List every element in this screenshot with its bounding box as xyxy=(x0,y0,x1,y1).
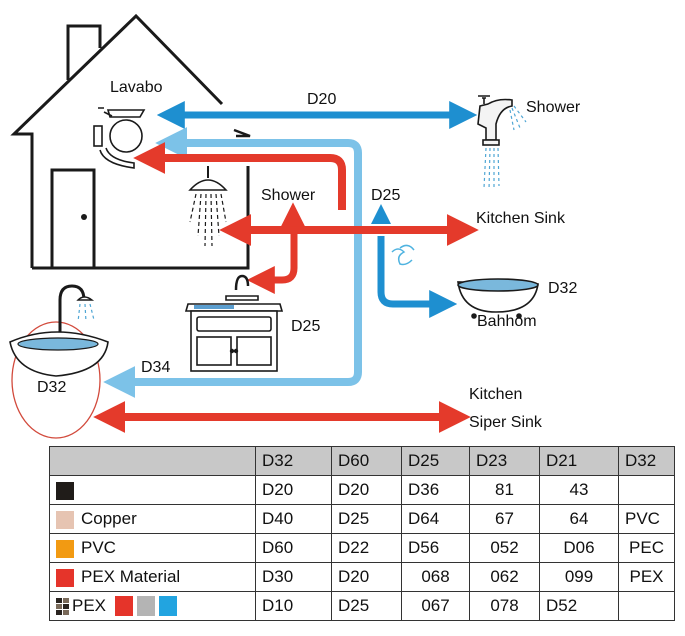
table-cell: D60 xyxy=(255,533,332,563)
label-d25-mid: D25 xyxy=(371,187,400,204)
table-row: Copper D40 D25 D64 67 64 PVC xyxy=(49,504,675,534)
table-cell: D64 xyxy=(401,504,470,534)
header-cell: D25 xyxy=(401,446,470,476)
table-cell: D20 xyxy=(331,562,402,592)
label-kitchen: Kitchen xyxy=(469,386,522,403)
material-cell: PEX Material xyxy=(49,562,256,592)
table-cell: 078 xyxy=(469,591,540,621)
table-cell: D40 xyxy=(255,504,332,534)
table-cell: 067 xyxy=(401,591,470,621)
material-cell: Copper xyxy=(49,504,256,534)
table-cell: 64 xyxy=(539,504,619,534)
label-d34: D34 xyxy=(141,359,170,376)
table-cell: 43 xyxy=(539,475,619,505)
table-cell: D20 xyxy=(331,475,402,505)
table-cell: D36 xyxy=(401,475,470,505)
material-label: Copper xyxy=(81,509,137,528)
kitchen-cabinet-icon xyxy=(184,274,284,372)
door-icon xyxy=(50,168,96,270)
table-cell: 67 xyxy=(469,504,540,534)
label-super-sink: Siper Sink xyxy=(469,414,543,431)
pipe-hot-main xyxy=(133,142,346,210)
basin-icon xyxy=(9,284,109,439)
table-cell: 81 xyxy=(469,475,540,505)
header-cell xyxy=(49,446,256,476)
water-splash-icon xyxy=(391,244,415,266)
plumbing-diagram: Lavabo D20 Shower Shower D25 Kitchen Sin… xyxy=(9,13,581,439)
header-cell: D32 xyxy=(255,446,332,476)
table-cell xyxy=(618,591,675,621)
table-cell: D20 xyxy=(255,475,332,505)
faucet-icon xyxy=(477,95,527,191)
shower-head-icon xyxy=(188,166,228,247)
bathtub-icon xyxy=(457,278,539,319)
swatch-gray xyxy=(136,596,155,617)
pipe-bath xyxy=(377,236,458,318)
table-cell: PEC xyxy=(618,533,675,563)
table-cell: D52 xyxy=(539,591,619,621)
header-cell: D21 xyxy=(539,446,619,476)
material-label: PEX Material xyxy=(81,567,181,586)
grid-icon xyxy=(56,597,69,615)
material-cell: PEX xyxy=(49,591,256,621)
table-header-row: D32 D60 D25 D23 D21 D32 xyxy=(49,446,675,476)
swatch-pvc xyxy=(56,539,74,558)
pipe-sink-branch xyxy=(246,234,298,294)
label-d25-sink: D25 xyxy=(291,318,320,335)
table-cell: PVC xyxy=(618,504,675,534)
table-cell: D30 xyxy=(255,562,332,592)
lavabo-icon xyxy=(93,107,146,169)
header-cell: D60 xyxy=(331,446,402,476)
table-cell: D25 xyxy=(331,504,402,534)
swatch-blue xyxy=(158,596,177,617)
table-cell: D10 xyxy=(255,591,332,621)
material-cell xyxy=(49,475,256,505)
table-cell: 052 xyxy=(469,533,540,563)
pipe-material-table: D32 D60 D25 D23 D21 D32 D20 D20 D36 81 4… xyxy=(49,446,675,621)
material-label: PVC xyxy=(81,538,116,557)
label-lavabo: Lavabo xyxy=(110,79,163,96)
table-cell: D06 xyxy=(539,533,619,563)
table-cell: 099 xyxy=(539,562,619,592)
header-cell: D32 xyxy=(618,446,675,476)
label-shower-right: Shower xyxy=(526,99,581,116)
label-d32-bath: D32 xyxy=(548,280,577,297)
material-label: PEX xyxy=(72,595,107,615)
table-cell: D22 xyxy=(331,533,402,563)
pipe-d34 xyxy=(103,127,362,398)
swatch-copper xyxy=(56,510,74,529)
table-cell: D56 xyxy=(401,533,470,563)
header-cell: D23 xyxy=(469,446,540,476)
swatch-pex xyxy=(56,568,74,587)
table-row: PVC D60 D22 D56 052 D06 PEC xyxy=(49,533,675,563)
table-row: PEX Material D30 D20 068 062 099 PEX xyxy=(49,562,675,592)
swatch-red xyxy=(114,596,133,617)
table-cell: D25 xyxy=(331,591,402,621)
label-bathroom: Bahhom xyxy=(477,313,537,330)
label-shower-mid: Shower xyxy=(261,187,316,204)
label-d20: D20 xyxy=(307,91,336,108)
label-kitchen-sink: Kitchen Sink xyxy=(476,210,566,227)
label-d32-basin: D32 xyxy=(37,379,66,396)
table-cell: PEX xyxy=(618,562,675,592)
table-cell: 062 xyxy=(469,562,540,592)
table-row: PEX D10 D25 067 078 D52 xyxy=(49,591,675,621)
table-cell xyxy=(618,475,675,505)
material-cell: PVC xyxy=(49,533,256,563)
table-row: D20 D20 D36 81 43 xyxy=(49,475,675,505)
swatch-black xyxy=(56,481,74,500)
table-cell: 068 xyxy=(401,562,470,592)
